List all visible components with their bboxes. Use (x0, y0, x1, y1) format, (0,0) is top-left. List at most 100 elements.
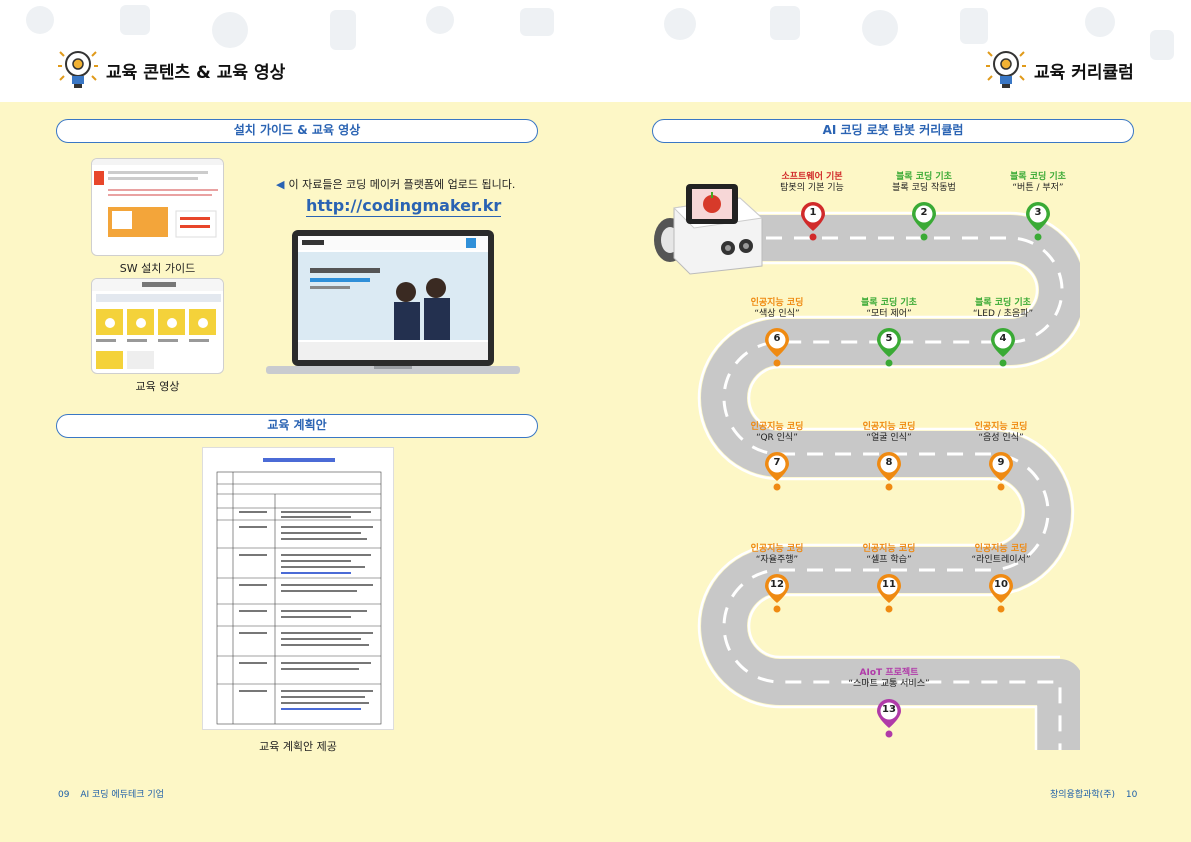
step-6-marker[interactable]: 6 (764, 327, 790, 371)
education-video-thumbnail[interactable] (91, 278, 224, 374)
step-11-topic: “셀프 학습” (866, 555, 912, 565)
step-13-label: AIoT 프로젝트 “스마트 교통 서비스” (834, 668, 944, 690)
step-7-number: 7 (773, 457, 781, 468)
step-4-number: 4 (999, 333, 1007, 344)
upload-notice: ◀이 자료들은 코딩 메이커 플랫폼에 업로드 됩니다. (276, 176, 515, 192)
map-pin-icon (765, 452, 789, 491)
step-5-marker[interactable]: 5 (876, 327, 902, 371)
step-8-marker[interactable]: 8 (876, 451, 902, 495)
step-13-topic: “스마트 교통 서비스” (848, 679, 930, 689)
education-video-preview-image (92, 279, 223, 369)
step-7-marker[interactable]: 7 (764, 451, 790, 495)
step-3-marker[interactable]: 3 (1025, 201, 1051, 245)
plan-section-title: 교육 계획안 (56, 414, 538, 438)
step-5-topic: “모터 제어” (866, 309, 912, 319)
step-2-topic: 블록 코딩 작동법 (892, 183, 956, 193)
step-13-marker[interactable]: 13 (876, 698, 902, 742)
upload-notice-text: 이 자료들은 코딩 메이커 플랫폼에 업로드 됩니다. (288, 178, 516, 191)
step-5-number: 5 (885, 333, 893, 344)
right-footer-text: 창의융합과학(주) (1050, 790, 1115, 800)
left-page-title: 교육 콘텐츠 & 교육 영상 (106, 63, 286, 83)
codingmaker-link[interactable]: http://codingmaker.kr (306, 196, 502, 217)
step-12-topic: “자율주행” (755, 555, 799, 565)
education-video-caption: 교육 영상 (135, 380, 180, 393)
step-12-label: 인공지능 코딩 “자율주행” (722, 544, 832, 566)
step-11-marker[interactable]: 11 (876, 573, 902, 617)
step-12-number: 12 (770, 579, 784, 590)
right-page-number: 10 (1125, 790, 1138, 800)
step-8-topic: “얼굴 인식” (866, 433, 912, 443)
curriculum-section-title: AI 코딩 로봇 탐봇 커리큘럼 (652, 119, 1134, 143)
education-plan-table-preview (216, 458, 382, 725)
step-4-marker[interactable]: 4 (990, 327, 1016, 371)
step-2-label: 블록 코딩 기초 블록 코딩 작동법 (869, 172, 979, 194)
step-3-topic: “버튼 / 부저” (1012, 183, 1064, 193)
map-pin-icon (801, 202, 825, 241)
step-11-number: 11 (882, 579, 896, 590)
step-6-label: 인공지능 코딩 “색상 인식” (722, 298, 832, 320)
map-pin-icon (765, 328, 789, 367)
step-8-label: 인공지능 코딩 “얼굴 인식” (834, 422, 944, 444)
step-13-number: 13 (882, 704, 896, 715)
step-7-topic: “QR 인식” (756, 433, 798, 443)
triangle-left-icon: ◀ (276, 178, 285, 191)
step-2-marker[interactable]: 2 (911, 201, 937, 245)
step-3-category: 블록 코딩 기초 (1010, 172, 1066, 182)
map-pin-icon (877, 452, 901, 491)
step-11-category: 인공지능 코딩 (862, 544, 916, 554)
map-pin-icon (912, 202, 936, 241)
step-13-category: AIoT 프로젝트 (859, 668, 919, 678)
sw-guide-caption: SW 설치 가이드 (119, 262, 196, 275)
left-footer: 09 AI 코딩 에듀테크 기업 (58, 787, 164, 800)
sw-guide-thumbnail[interactable] (91, 158, 224, 256)
map-pin-icon (877, 699, 901, 738)
map-pin-icon (1026, 202, 1050, 241)
plan-caption: 교육 계획안 제공 (259, 740, 337, 753)
lightbulb-gear-icon (58, 51, 98, 88)
step-10-category: 인공지능 코딩 (974, 544, 1028, 554)
sw-guide-preview-image (92, 159, 223, 238)
curriculum-road-map (697, 211, 1080, 750)
step-10-label: 인공지능 코딩 “라인트레이서” (946, 544, 1056, 566)
step-9-topic: “음성 인식” (978, 433, 1024, 443)
step-7-category: 인공지능 코딩 (750, 422, 804, 432)
map-pin-icon (991, 328, 1015, 367)
step-5-category: 블록 코딩 기초 (861, 298, 917, 308)
map-pin-icon (989, 574, 1013, 613)
install-section-title: 설치 가이드 & 교육 영상 (56, 119, 538, 143)
step-8-category: 인공지능 코딩 (862, 422, 916, 432)
step-5-label: 블록 코딩 기초 “모터 제어” (834, 298, 944, 320)
step-2-number: 2 (920, 207, 928, 218)
right-footer: 창의융합과학(주) 10 (1050, 787, 1137, 800)
step-2-category: 블록 코딩 기초 (896, 172, 952, 182)
step-4-label: 블록 코딩 기초 “LED / 초음파” (948, 298, 1058, 320)
lightbulb-gear-icon (986, 51, 1026, 88)
step-11-label: 인공지능 코딩 “셀프 학습” (834, 544, 944, 566)
laptop-screenshot-image (266, 230, 520, 374)
header-band (0, 0, 1191, 102)
map-pin-icon (765, 574, 789, 613)
step-9-number: 9 (997, 457, 1005, 468)
step-4-topic: “LED / 초음파” (972, 309, 1034, 319)
right-page-title: 교육 커리큘럼 (1034, 63, 1134, 83)
step-10-number: 10 (994, 579, 1008, 590)
map-pin-icon (877, 574, 901, 613)
step-10-marker[interactable]: 10 (988, 573, 1014, 617)
step-1-category: 소프트웨어 기본 (781, 172, 843, 182)
step-9-label: 인공지능 코딩 “음성 인식” (946, 422, 1056, 444)
step-1-marker[interactable]: 1 (800, 201, 826, 245)
education-plan-document-image (202, 447, 394, 730)
step-12-marker[interactable]: 12 (764, 573, 790, 617)
step-1-number: 1 (809, 207, 817, 218)
left-page-number: 09 (58, 790, 70, 800)
map-pin-icon (989, 452, 1013, 491)
step-6-number: 6 (773, 333, 781, 344)
step-8-number: 8 (885, 457, 893, 468)
tambot-robot-image (654, 184, 764, 275)
left-footer-text: AI 코딩 에듀테크 기업 (80, 790, 164, 800)
step-9-marker[interactable]: 9 (988, 451, 1014, 495)
step-9-category: 인공지능 코딩 (974, 422, 1028, 432)
step-4-category: 블록 코딩 기초 (975, 298, 1031, 308)
step-1-topic: 탐봇의 기본 기능 (780, 183, 844, 193)
step-3-number: 3 (1034, 207, 1042, 218)
